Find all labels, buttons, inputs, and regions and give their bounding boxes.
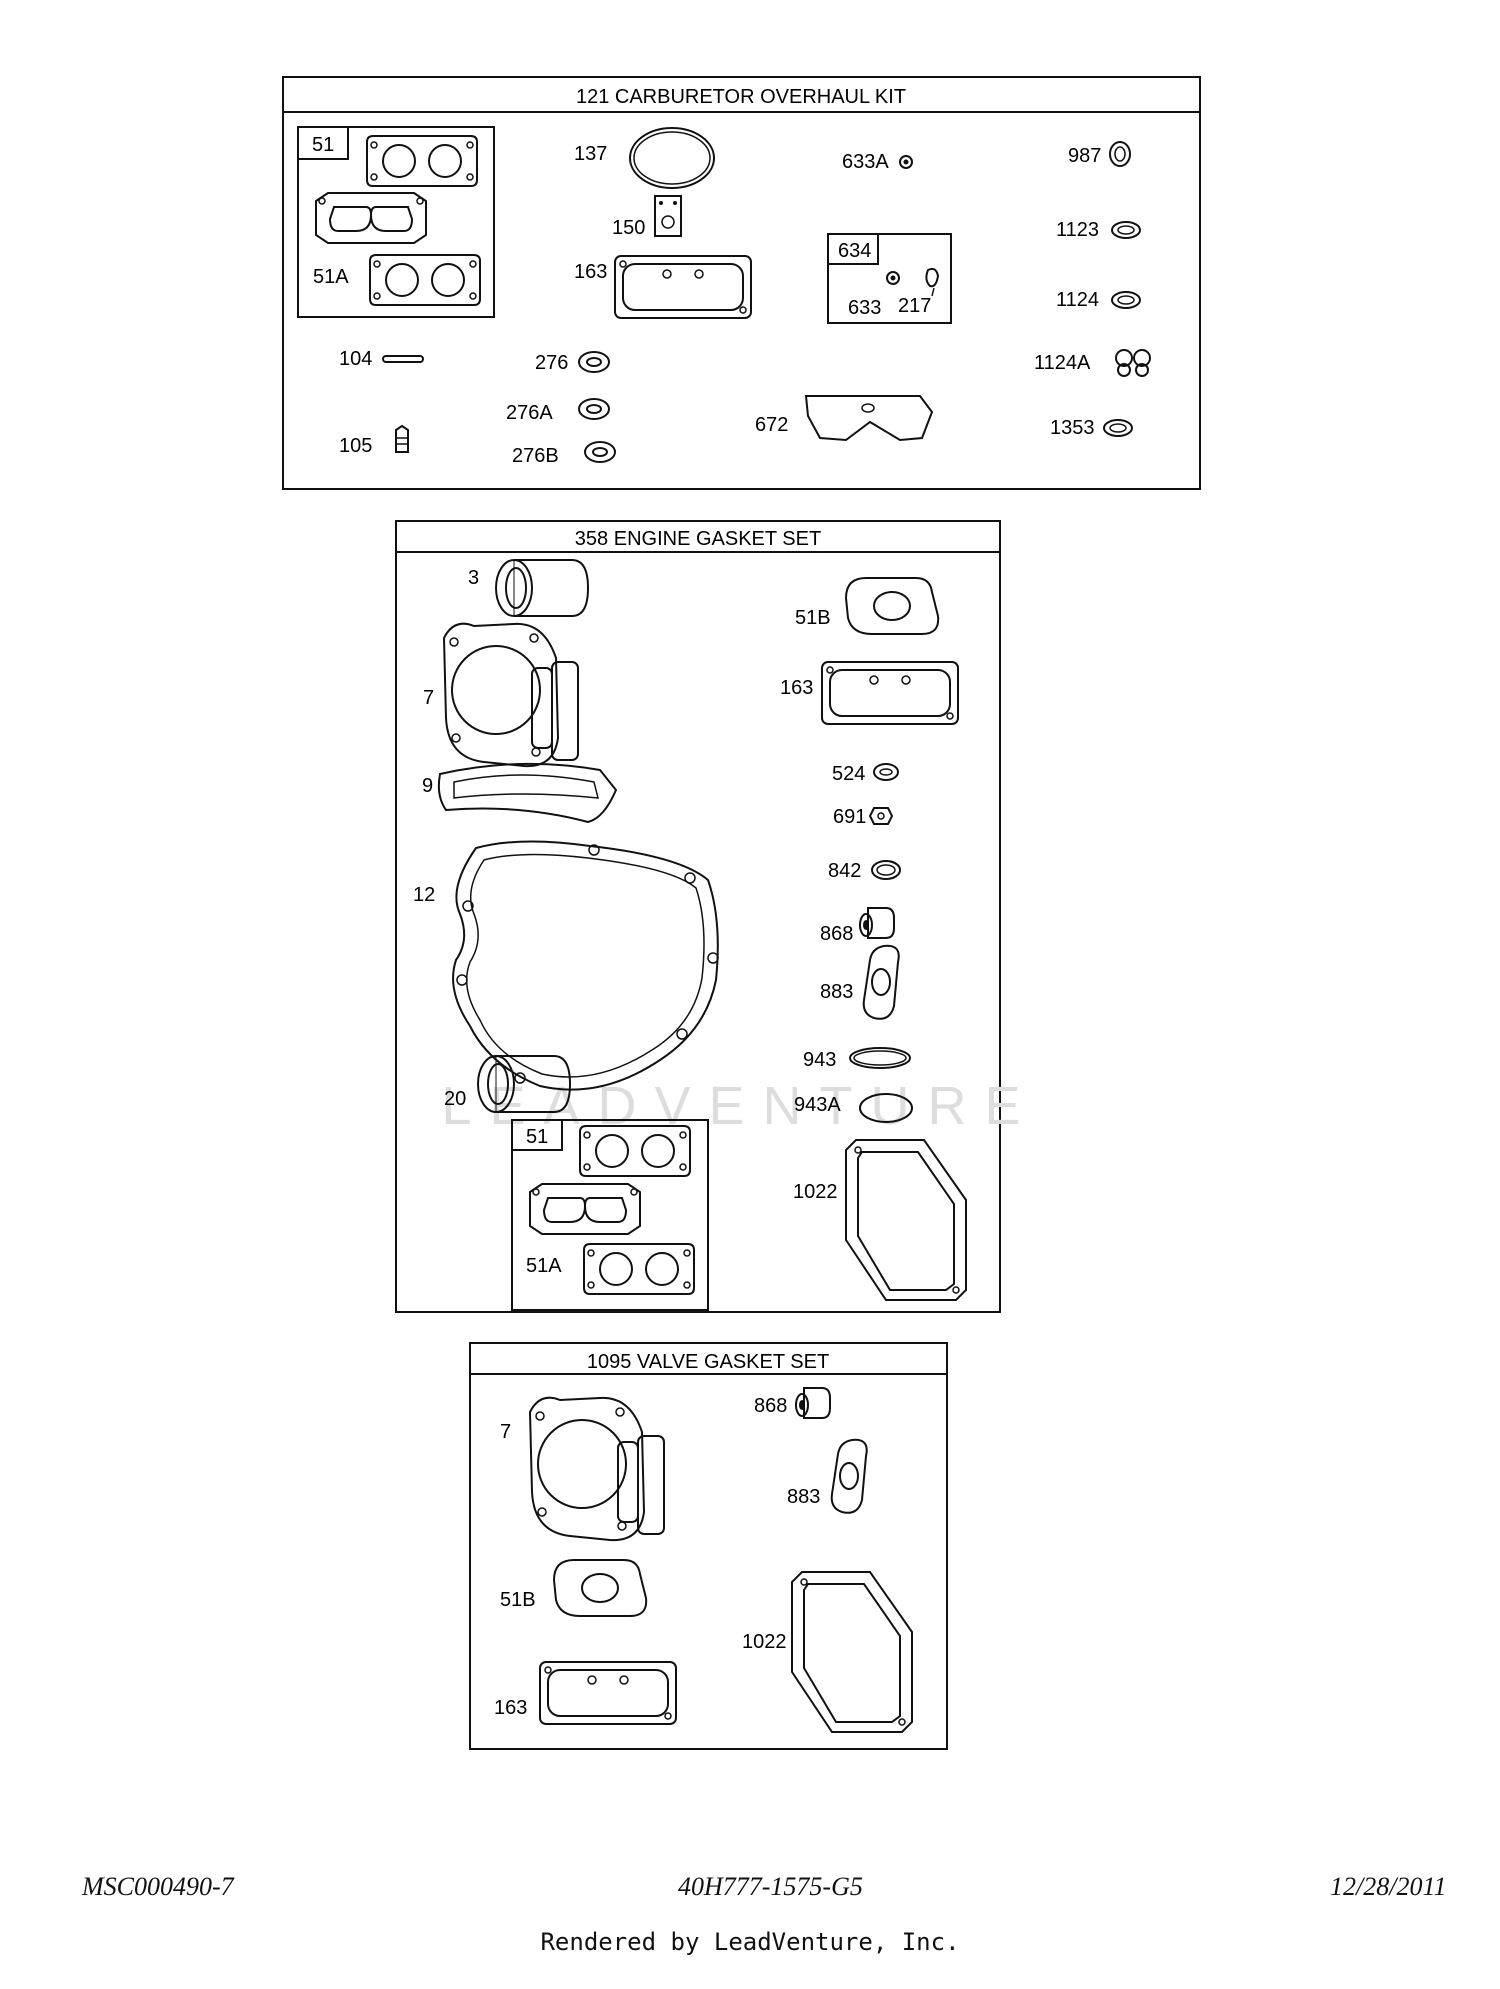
part-51a-plate bbox=[369, 254, 481, 306]
label-51b-valve: 51B bbox=[500, 1589, 536, 1611]
part-883-flange-valve bbox=[830, 1438, 868, 1514]
label-105: 105 bbox=[339, 435, 372, 457]
footer-model: 40H777-1575-G5 bbox=[678, 1872, 863, 1901]
label-883: 883 bbox=[820, 981, 853, 1003]
label-104: 104 bbox=[339, 348, 372, 370]
part-1123-ring bbox=[1111, 221, 1141, 239]
label-163: 163 bbox=[574, 261, 607, 283]
label-51-engine: 51 bbox=[526, 1126, 548, 1148]
part-163-cover-valve bbox=[539, 1661, 677, 1725]
kit-title-carburetor: 121 CARBURETOR OVERHAUL KIT bbox=[576, 86, 906, 108]
part-1353-ring bbox=[1103, 419, 1133, 437]
rendered-by-note: Rendered by LeadVenture, Inc. bbox=[540, 1928, 960, 1956]
part-51-gasket-engine bbox=[529, 1183, 641, 1235]
label-137: 137 bbox=[574, 143, 607, 165]
kit-title-valve: 1095 VALVE GASKET SET bbox=[587, 1351, 829, 1373]
label-633: 633 bbox=[848, 297, 881, 319]
label-524: 524 bbox=[832, 763, 865, 785]
label-691: 691 bbox=[833, 806, 866, 828]
label-163-valve: 163 bbox=[494, 1697, 527, 1719]
part-883-flange bbox=[862, 944, 900, 1020]
label-943: 943 bbox=[803, 1049, 836, 1071]
label-12: 12 bbox=[413, 884, 435, 906]
label-150: 150 bbox=[612, 217, 645, 239]
label-51b: 51B bbox=[795, 607, 831, 629]
label-1124a: 1124A bbox=[1034, 352, 1091, 374]
label-943a: 943A bbox=[794, 1094, 841, 1116]
label-634: 634 bbox=[838, 240, 871, 262]
label-20: 20 bbox=[444, 1088, 466, 1110]
label-1124: 1124 bbox=[1056, 289, 1099, 311]
label-1022-valve: 1022 bbox=[742, 1631, 787, 1653]
label-217: 217 bbox=[898, 295, 931, 317]
label-1353: 1353 bbox=[1050, 417, 1095, 439]
label-633a: 633A bbox=[842, 151, 889, 173]
label-276b: 276B bbox=[512, 445, 559, 467]
label-7-valve: 7 bbox=[500, 1421, 511, 1443]
label-868-valve: 868 bbox=[754, 1395, 787, 1417]
label-7: 7 bbox=[423, 687, 434, 709]
label-51: 51 bbox=[312, 134, 334, 156]
label-842: 842 bbox=[828, 860, 861, 882]
label-276: 276 bbox=[535, 352, 568, 374]
label-1123: 1123 bbox=[1056, 219, 1099, 241]
part-51-gasket bbox=[315, 192, 427, 244]
part-868-bushing-valve bbox=[795, 1387, 831, 1419]
part-3-seal bbox=[495, 559, 589, 617]
label-3: 3 bbox=[468, 567, 479, 589]
label-163-engine: 163 bbox=[780, 677, 813, 699]
label-51a: 51A bbox=[313, 266, 349, 288]
footer-date: 12/28/2011 bbox=[1330, 1872, 1447, 1901]
label-9: 9 bbox=[422, 775, 433, 797]
part-163-cover-engine bbox=[821, 661, 959, 725]
label-883-valve: 883 bbox=[787, 1486, 820, 1508]
engine-gasket-set: 358 ENGINE GASKET SET LEADVENTURE 3 7 9 … bbox=[395, 520, 1021, 1313]
footer-doc-id: MSC000490-7 bbox=[82, 1872, 234, 1901]
label-1022: 1022 bbox=[793, 1181, 838, 1203]
part-163-cover bbox=[614, 255, 752, 319]
part-51b-flange-valve bbox=[553, 1559, 648, 1617]
label-276a: 276A bbox=[506, 402, 553, 424]
part-1022-cover bbox=[845, 1139, 967, 1301]
valve-gasket-set: 1095 VALVE GASKET SET 7 51B 163 868 883 … bbox=[469, 1342, 948, 1750]
kit-title-engine: 358 ENGINE GASKET SET bbox=[575, 528, 821, 550]
part-1124-ring bbox=[1111, 291, 1141, 309]
label-987: 987 bbox=[1068, 145, 1101, 167]
label-672: 672 bbox=[755, 414, 788, 436]
part-51a-plate-engine bbox=[583, 1243, 695, 1295]
part-51-plate bbox=[366, 135, 478, 187]
part-7-head-gasket-valve bbox=[529, 1396, 665, 1542]
label-868: 868 bbox=[820, 923, 853, 945]
label-51a-engine: 51A bbox=[526, 1255, 562, 1277]
carburetor-overhaul-kit: 121 CARBURETOR OVERHAUL KIT 51 51A 137 1… bbox=[282, 76, 1201, 490]
part-7-head-gasket bbox=[443, 622, 579, 768]
part-868-bushing bbox=[859, 907, 895, 939]
part-1022-cover-valve bbox=[791, 1571, 913, 1733]
part-51b-flange bbox=[845, 577, 940, 635]
